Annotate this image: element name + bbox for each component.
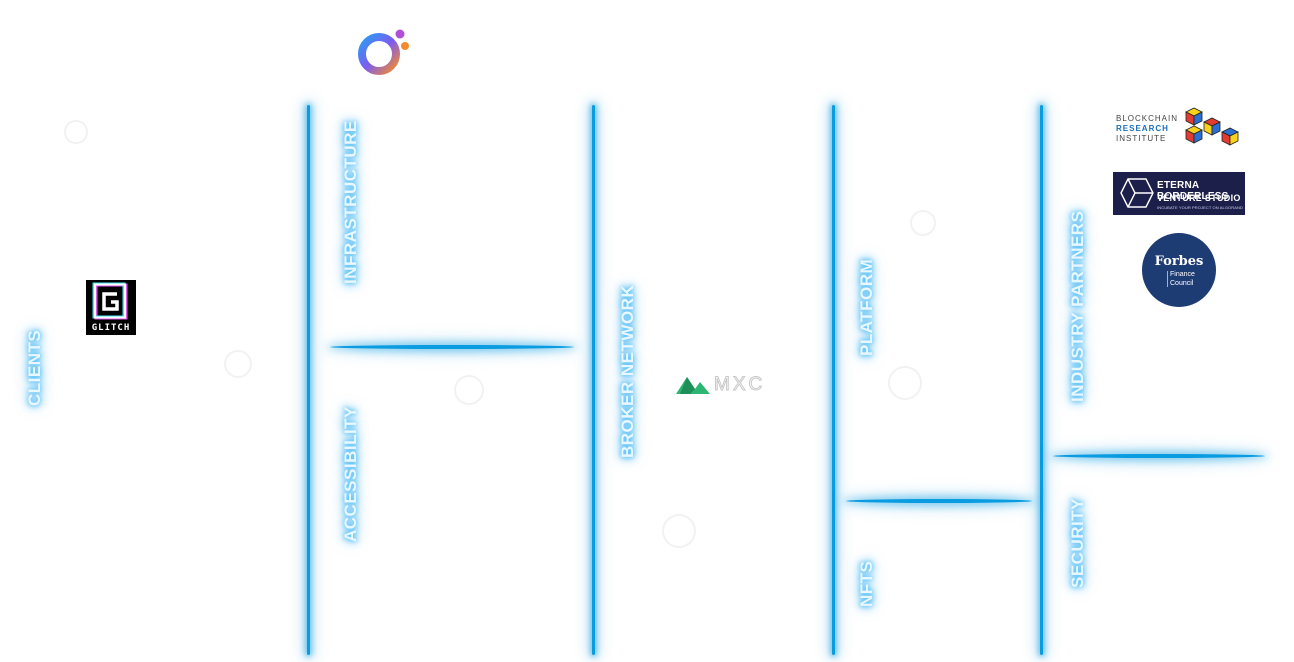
faint-logo-access-1 [454,375,484,405]
faint-logo-clients-2 [224,350,252,378]
section-label-security: SECURITY [1068,498,1087,588]
bri-text-line1: BLOCKCHAIN [1116,114,1179,123]
mxc-logo: MXC [676,373,778,396]
divider-horizontal-infra [330,345,574,349]
forbes-divider [1167,271,1168,287]
forbes-wordmark: Forbes [1154,254,1204,269]
divider-horizontal-partners [1053,454,1265,458]
section-label-broker-network: BROKER NETWORK [618,284,637,458]
glitch-logo: GLITCH [86,280,136,335]
divider-vertical-4 [1040,105,1043,655]
divider-vertical-1 [307,105,310,655]
forbes-finance-council-logo: Forbes Finance Council [1142,233,1216,307]
eterna-borderless-logo: ETERNA BORDERLESS VENTURE STUDIO INCUBAT… [1113,172,1245,215]
eterna-cube-icon [1120,178,1154,208]
divider-vertical-3 [832,105,835,655]
brand-logo [358,29,409,75]
faint-logo-broker-1 [662,514,696,548]
eterna-line3: INCUBATE YOUR PROJECT ON ALGORAND [1157,205,1243,210]
faint-logo-platform-2 [910,210,936,236]
eterna-line2: VENTURE STUDIO [1157,193,1241,203]
section-label-industry-partners: INDUSTRY PARTNERS [1068,210,1087,402]
mxc-mountain-icon [676,377,710,394]
glitch-g-icon [92,282,128,320]
divider-vertical-2 [592,105,595,655]
forbes-line2: Finance [1170,271,1195,278]
section-label-accessibility: ACCESSIBILITY [341,406,360,542]
blockchain-research-institute-logo: BLOCKCHAIN RESEARCH INSTITUTE [1116,106,1246,152]
faint-logo-platform-1 [888,366,922,400]
section-label-clients: CLIENTS [25,329,44,406]
faint-logo-clients-1 [64,120,88,144]
section-label-infrastructure: INFRASTRUCTURE [341,120,360,284]
bri-text-line3: INSTITUTE [1116,134,1167,143]
eterna-line1: ETERNA BORDERLESS [1157,180,1229,202]
bri-text-line2: RESEARCH [1116,124,1169,133]
forbes-line3: Council [1170,280,1194,287]
bri-cubes-icon [1185,107,1239,146]
section-label-platform: PLATFORM [857,258,876,356]
section-label-nfts: NFTS [857,560,876,607]
glitch-wordmark: GLITCH [91,323,131,333]
divider-horizontal-platform [846,499,1032,503]
mxc-wordmark: MXC [713,374,766,396]
